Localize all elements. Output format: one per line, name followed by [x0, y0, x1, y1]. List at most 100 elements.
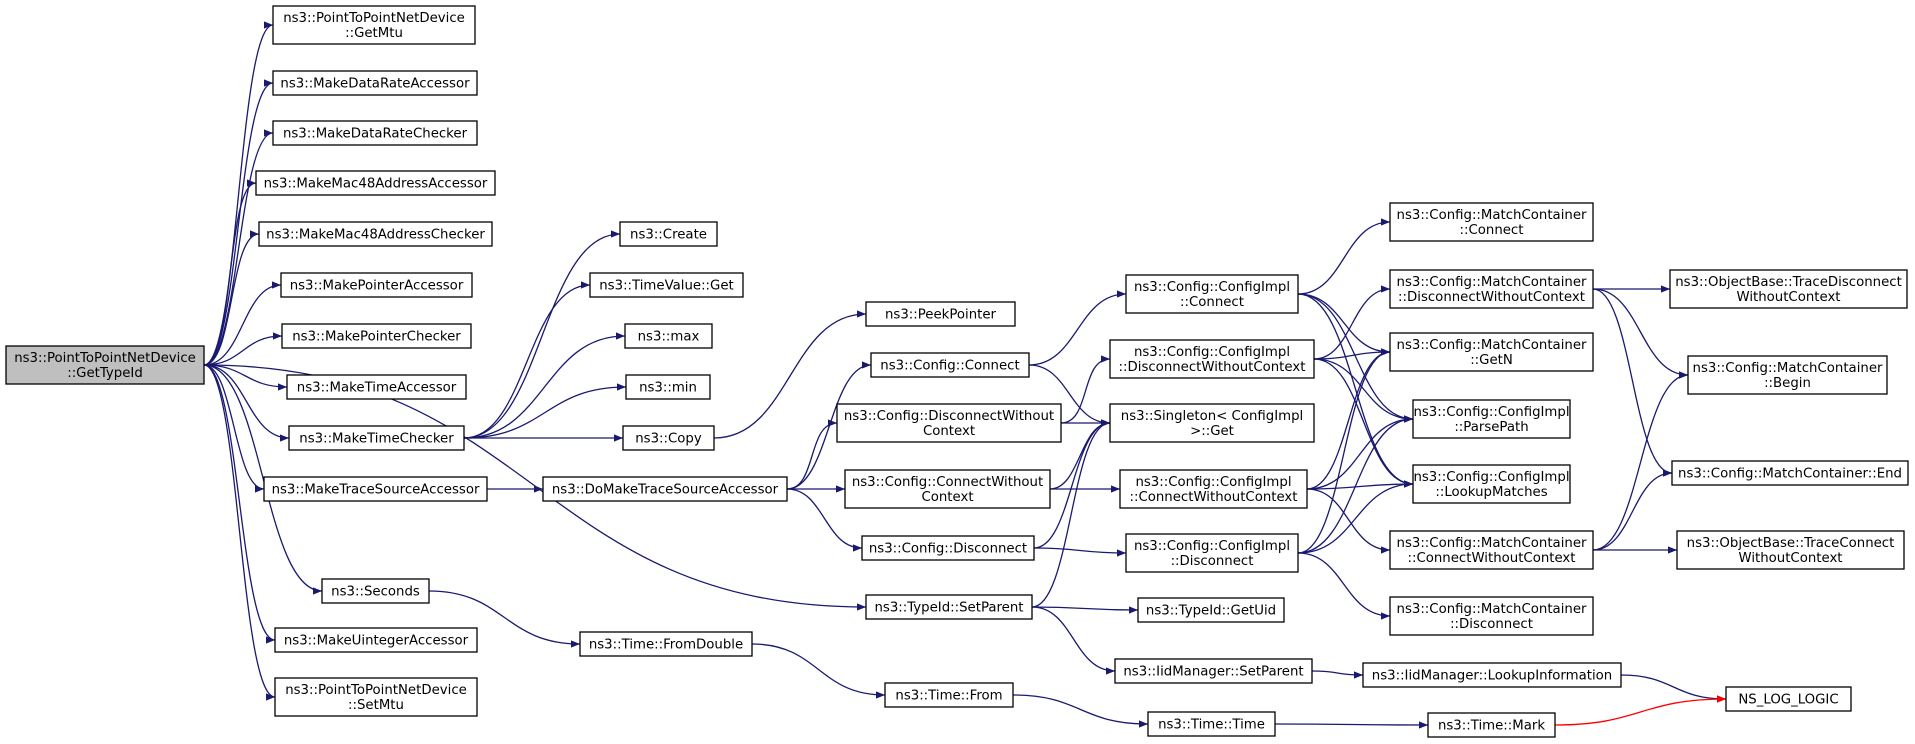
node-label: ns3::Config::MatchContainer	[1693, 361, 1883, 376]
node-box	[861, 535, 1035, 561]
node-ci_lookup[interactable]: ns3::Config::ConfigImpl::LookupMatches	[1412, 464, 1571, 504]
call-edge-mc_disc_wo-to-mc_end	[1592, 288, 1673, 477]
node-fromdouble[interactable]: ns3::Time::FromDouble	[579, 631, 753, 657]
node-label: ns3::Config::MatchContainer	[1397, 275, 1587, 290]
call-edge-root-to-mkuint_acc	[203, 364, 276, 644]
node-label: ns3::PointToPointNetDevice	[285, 683, 467, 698]
node-box	[1412, 399, 1571, 439]
node-peekptr[interactable]: ns3::PeekPointer	[865, 301, 1016, 327]
node-copy[interactable]: ns3::Copy	[622, 425, 715, 451]
node-ci_disconnect[interactable]: ns3::Config::ConfigImpl::Disconnect	[1125, 533, 1299, 573]
node-ns_log_logic[interactable]: NS_LOG_LOGIC	[1725, 686, 1852, 712]
call-edge-fromdouble-to-time_from	[751, 643, 886, 699]
node-label: ns3::Time::FromDouble	[589, 638, 743, 653]
node-mc_connect[interactable]: ns3::Config::MatchContainer::Connect	[1389, 202, 1594, 242]
node-iid_setparent[interactable]: ns3::IidManager::SetParent	[1114, 658, 1313, 684]
node-getmtu[interactable]: ns3::PointToPointNetDevice::GetMtu	[272, 5, 476, 45]
node-label: ::DisconnectWithoutContext	[1398, 290, 1585, 305]
node-cfg_conn_wo[interactable]: ns3::Config::ConnectWithoutContext	[844, 469, 1051, 509]
node-mkdrate_acc[interactable]: ns3::MakeDataRateAccessor	[272, 70, 478, 96]
call-edge-root-to-mkptr_chk	[203, 332, 283, 366]
call-edge-iid_setparent-to-iid_lookupinfo	[1311, 670, 1364, 679]
node-mkmac_chk[interactable]: ns3::MakeMac48AddressChecker	[258, 221, 493, 247]
node-box	[288, 425, 465, 451]
call-edge-mktime_chk-to-min	[463, 383, 627, 439]
node-label: ns3::Singleton< ConfigImpl	[1121, 409, 1303, 424]
call-edge-cfg_disconnect-to-ci_disconnect	[1033, 547, 1127, 557]
node-label: ns3::Config::ConfigImpl	[1134, 539, 1290, 554]
node-min[interactable]: ns3::min	[625, 374, 711, 400]
node-cfg_disconnect[interactable]: ns3::Config::Disconnect	[861, 535, 1035, 561]
node-ci_parsepath[interactable]: ns3::Config::ConfigImpl::ParsePath	[1412, 399, 1571, 439]
node-timevalue_get[interactable]: ns3::TimeValue::Get	[589, 272, 744, 298]
node-mkuint_acc[interactable]: ns3::MakeUintegerAccessor	[274, 627, 478, 653]
node-label: ns3::Config::MatchContainer	[1397, 536, 1587, 551]
node-box	[1109, 339, 1315, 379]
node-label: WithoutContext	[1736, 290, 1840, 305]
call-edge-ci_conn_wo-to-ci_lookup	[1306, 480, 1414, 490]
node-mkptr_acc[interactable]: ns3::MakePointerAccessor	[280, 272, 473, 298]
node-mc_getn[interactable]: ns3::Config::MatchContainer::GetN	[1389, 332, 1594, 372]
call-edge-ci_connect-to-ci_lookup	[1297, 293, 1414, 488]
node-ob_traceconn_wo[interactable]: ns3::ObjectBase::TraceConnectWithoutCont…	[1676, 530, 1905, 570]
node-box	[589, 272, 744, 298]
node-mc_begin[interactable]: ns3::Config::MatchContainer::Begin	[1687, 355, 1888, 395]
call-edge-ci_disconnect-to-ci_lookup	[1297, 480, 1414, 554]
node-box	[844, 469, 1051, 509]
node-time_time[interactable]: ns3::Time::Time	[1147, 711, 1276, 737]
node-ob_tracedisc_wo[interactable]: ns3::ObjectBase::TraceDisconnectWithoutC…	[1669, 269, 1908, 309]
call-edge-mc_disc_wo-to-mc_begin	[1592, 288, 1689, 379]
node-box	[272, 120, 478, 146]
node-box	[1725, 686, 1852, 712]
node-ci_connect[interactable]: ns3::Config::ConfigImpl::Connect	[1125, 274, 1299, 314]
node-box	[1389, 530, 1594, 570]
node-time_from[interactable]: ns3::Time::From	[884, 682, 1014, 708]
call-edge-ci_disconnect-to-mc_getn	[1297, 348, 1391, 554]
node-label: ns3::MakeTraceSourceAccessor	[272, 483, 480, 498]
call-edge-root-to-mkmac_chk	[203, 230, 260, 366]
node-time_mark[interactable]: ns3::Time::Mark	[1427, 712, 1556, 738]
node-label: ns3::MakeDataRateAccessor	[280, 77, 470, 92]
node-box	[625, 374, 711, 400]
node-box	[836, 403, 1062, 443]
node-mkdrate_chk[interactable]: ns3::MakeDataRateChecker	[272, 120, 478, 146]
call-edge-ci_conn_wo-to-ci_parsepath	[1306, 415, 1414, 490]
node-cfg_disc_wo[interactable]: ns3::Config::DisconnectWithoutContext	[836, 403, 1062, 443]
node-setmtu[interactable]: ns3::PointToPointNetDevice::SetMtu	[274, 677, 478, 717]
node-label: WithoutContext	[1738, 551, 1842, 566]
node-box	[281, 323, 472, 349]
node-box	[1109, 403, 1315, 443]
node-mktime_chk[interactable]: ns3::MakeTimeChecker	[288, 425, 465, 451]
call-edge-ci_disc_wo-to-mc_disc_wo	[1313, 285, 1391, 360]
node-domktrace[interactable]: ns3::DoMakeTraceSourceAccessor	[542, 476, 788, 502]
node-mkptr_chk[interactable]: ns3::MakePointerChecker	[281, 323, 472, 349]
node-mc_disconnect[interactable]: ns3::Config::MatchContainer::Disconnect	[1389, 596, 1594, 636]
node-cfg_connect[interactable]: ns3::Config::Connect	[870, 352, 1030, 378]
node-box	[1119, 469, 1308, 509]
node-box	[280, 272, 473, 298]
node-create[interactable]: ns3::Create	[619, 221, 718, 247]
call-edge-domktrace-to-cfg_disconnect	[786, 488, 863, 552]
node-mc_end[interactable]: ns3::Config::MatchContainer::End	[1671, 460, 1909, 486]
node-mc_conn_wo[interactable]: ns3::Config::MatchContainer::ConnectWith…	[1389, 530, 1594, 570]
call-edge-root-to-getmtu	[203, 21, 274, 366]
node-label: ns3::Config::ConfigImpl	[1135, 475, 1291, 490]
node-box	[1412, 464, 1571, 504]
node-label: ns3::DoMakeTraceSourceAccessor	[552, 483, 779, 498]
call-edge-domktrace-to-cfg_connect	[786, 361, 872, 490]
node-mkmac_acc[interactable]: ns3::MakeMac48AddressAccessor	[255, 170, 496, 196]
call-edge-ci_connect-to-ci_parsepath	[1297, 293, 1414, 423]
node-ci_disc_wo[interactable]: ns3::Config::ConfigImpl::DisconnectWitho…	[1109, 339, 1315, 379]
node-ci_conn_wo[interactable]: ns3::Config::ConfigImpl::ConnectWithoutC…	[1119, 469, 1308, 509]
call-edge-mc_conn_wo-to-mc_begin	[1592, 371, 1689, 551]
node-seconds[interactable]: ns3::Seconds	[321, 578, 430, 604]
node-mc_disc_wo[interactable]: ns3::Config::MatchContainer::DisconnectW…	[1389, 269, 1594, 309]
node-label: ns3::TimeValue::Get	[599, 279, 734, 294]
node-singleton_get[interactable]: ns3::Singleton< ConfigImpl >::Get	[1109, 403, 1315, 443]
node-getuid[interactable]: ns3::TypeId::GetUid	[1137, 597, 1285, 623]
node-iid_lookupinfo[interactable]: ns3::IidManager::LookupInformation	[1362, 662, 1622, 688]
node-mktrace_acc[interactable]: ns3::MakeTraceSourceAccessor	[263, 476, 488, 502]
node-setparent[interactable]: ns3::TypeId::SetParent	[865, 594, 1033, 620]
node-max[interactable]: ns3::max	[624, 323, 713, 349]
node-mktime_acc[interactable]: ns3::MakeTimeAccessor	[286, 374, 467, 400]
